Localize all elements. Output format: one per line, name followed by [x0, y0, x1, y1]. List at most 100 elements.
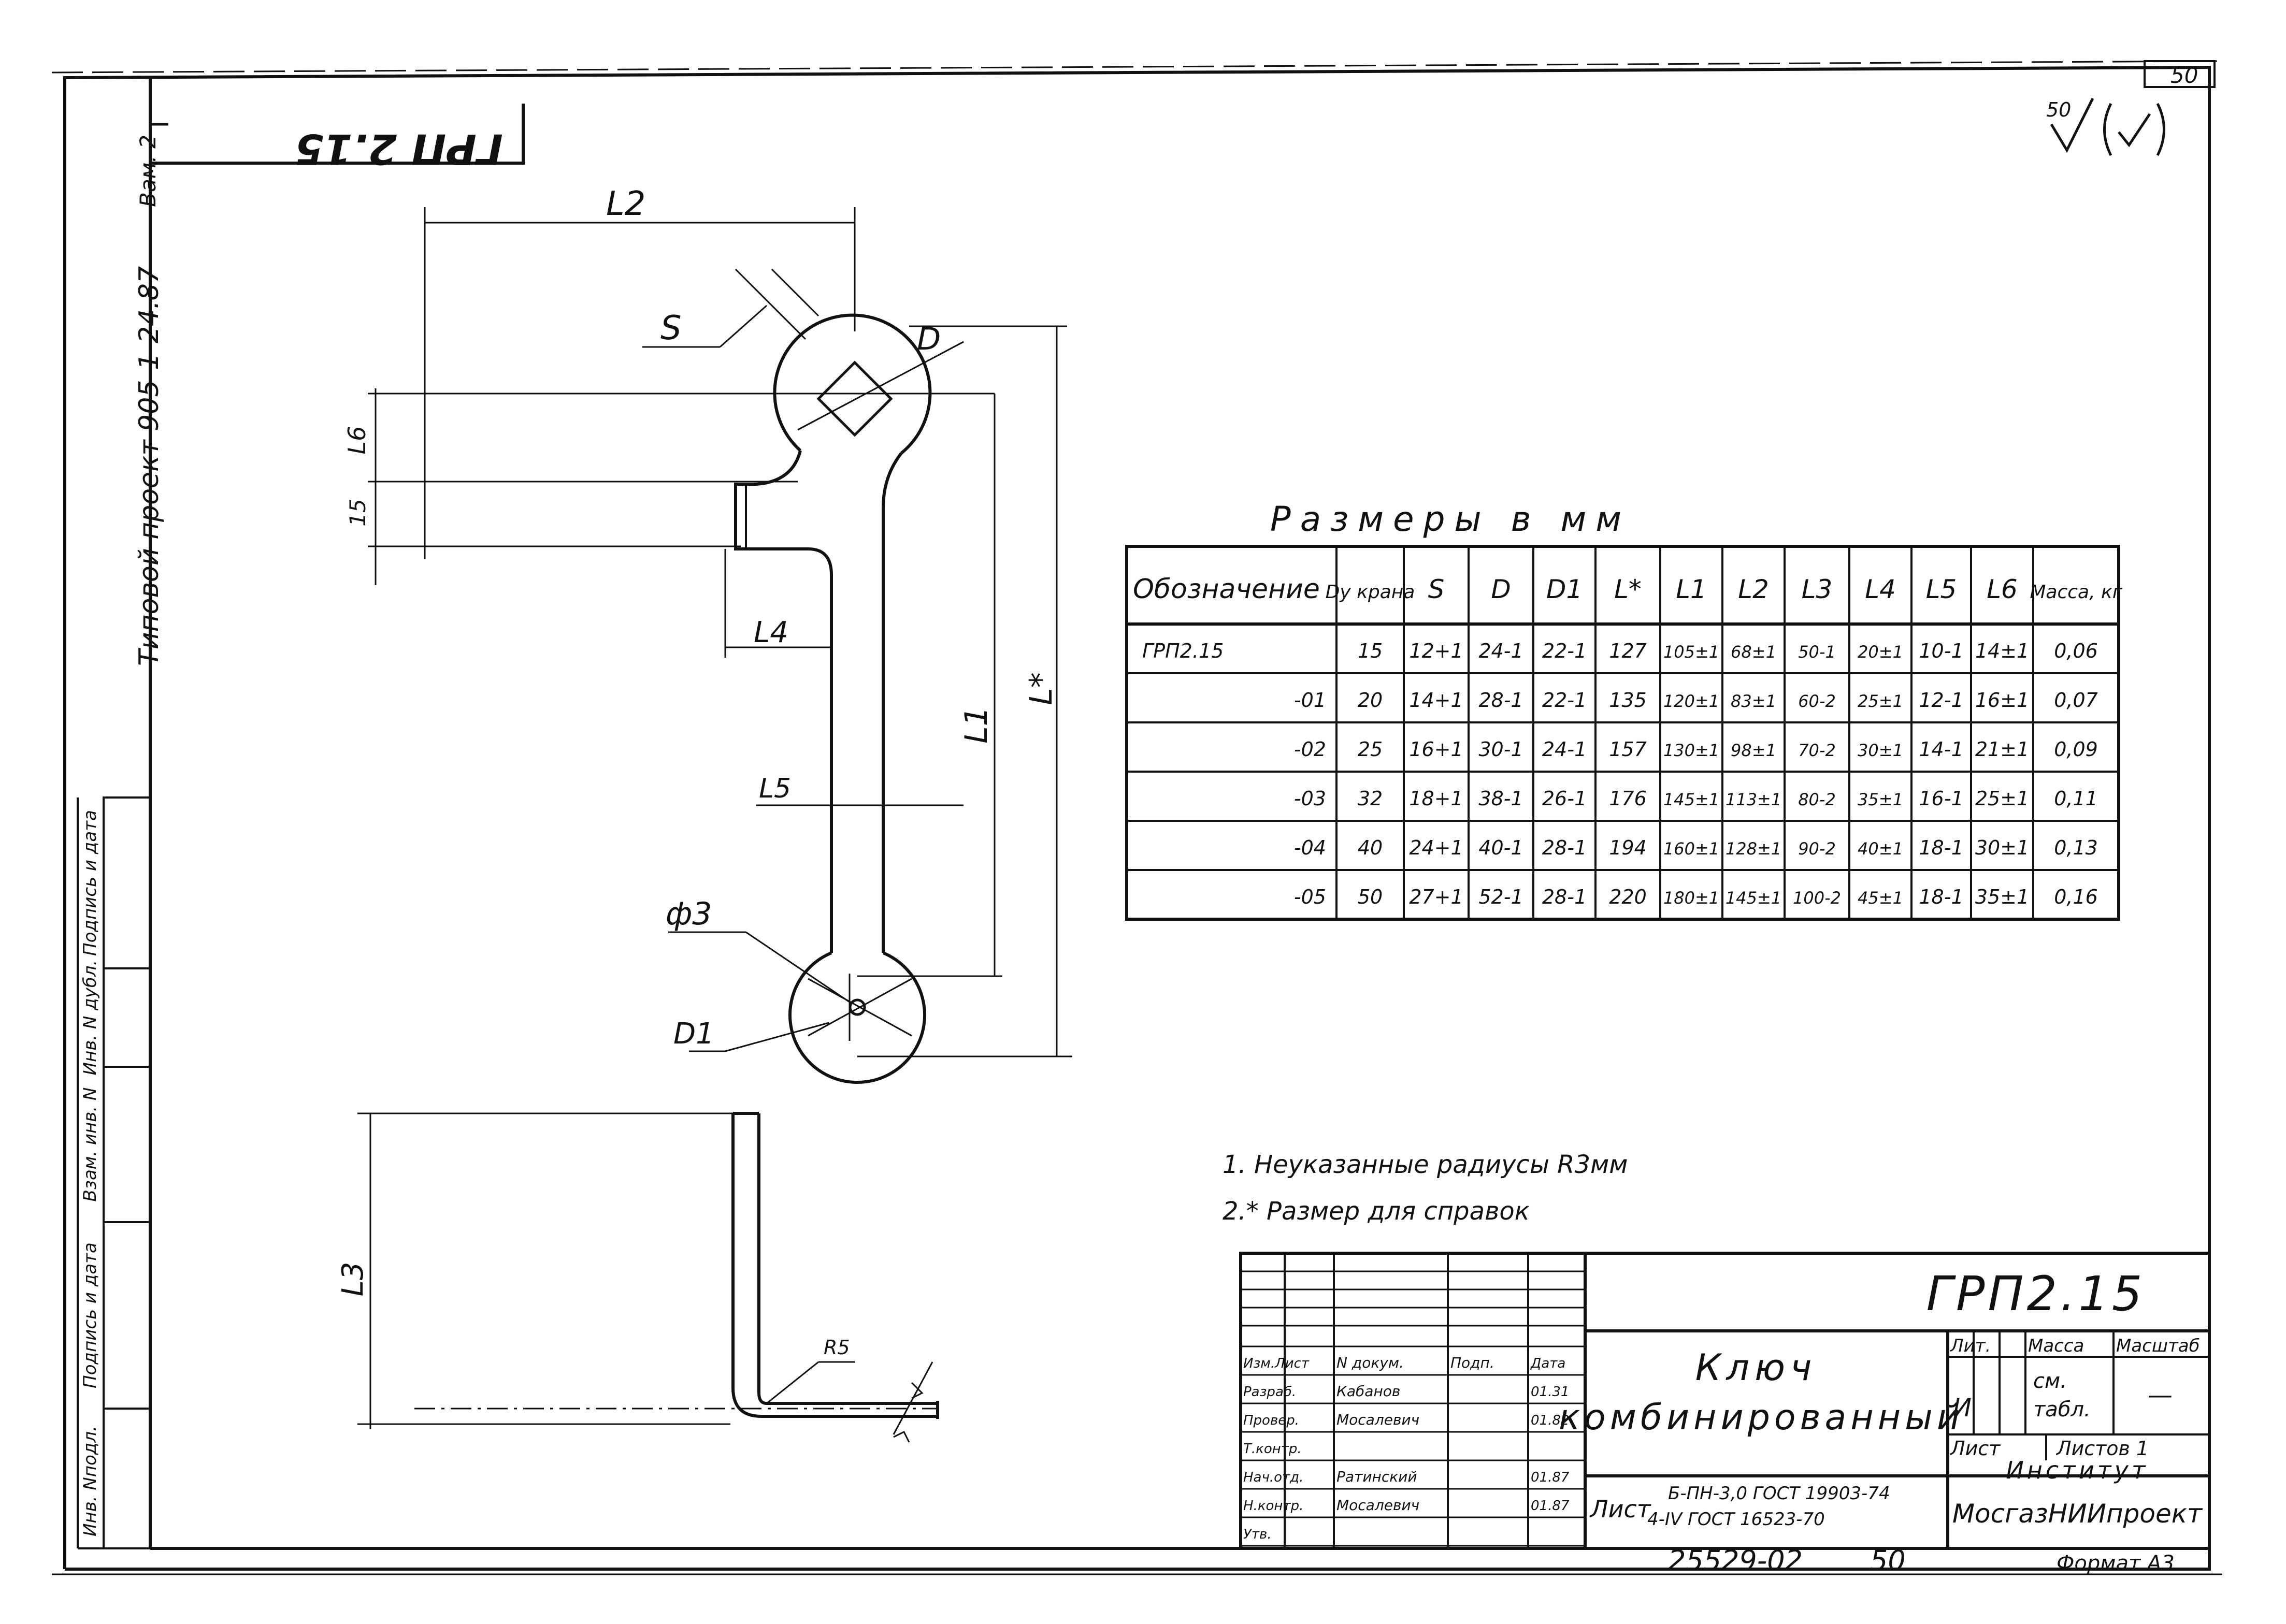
title-block-grid	[1239, 1252, 2211, 1550]
table-cell: ГРП2.15	[1142, 640, 1224, 662]
side-label-vzam-inv: Взам. инв. N	[80, 1088, 100, 1202]
table-cell: 135	[1609, 689, 1647, 712]
table-cell: 70-2	[1798, 741, 1836, 760]
table-cell: 83±1	[1731, 691, 1776, 711]
table-cell: 28-1	[1478, 689, 1523, 712]
table-header: L1	[1676, 574, 1707, 604]
titleblock-name-line2: комбинированный	[1559, 1397, 1964, 1438]
table-cell: 157	[1609, 738, 1647, 761]
table-cell: 10-1	[1919, 640, 1963, 662]
table-cell: 0,09	[2054, 738, 2098, 761]
table-cell: 16-1	[1919, 787, 1963, 810]
table-cell: 14±1	[1975, 640, 2029, 662]
table-cell: 24+1	[1409, 836, 1463, 859]
table-cell: 22-1	[1542, 689, 1587, 712]
table-cell: 24-1	[1478, 640, 1523, 662]
table-cell: 68±1	[1731, 642, 1776, 662]
table-cell: 25±1	[1975, 787, 2029, 810]
side-label-sign-date-2: Подпись и дата	[80, 810, 100, 956]
table-header: L2	[1738, 574, 1769, 604]
wrench-side-view	[731, 1112, 939, 1419]
side-strip-boxes	[77, 796, 151, 1549]
signature-date: 01.82	[1531, 1413, 1569, 1428]
table-cell: -04	[1294, 836, 1326, 859]
table-cell: 105±1	[1663, 642, 1719, 662]
signature-name: Ратинский	[1336, 1468, 1417, 1485]
sheet-frame	[51, 60, 2222, 1575]
titleblock-name-line1: Ключ	[1695, 1346, 1817, 1389]
signature-date: 01.87	[1531, 1498, 1570, 1514]
note-2: 2.* Размер для справок	[1223, 1197, 1530, 1226]
table-cell: 220	[1609, 886, 1647, 908]
table-cell: 35±1	[1975, 886, 2029, 908]
titleblock-material-1: Б-ПН-3,0 ГОСТ 19903-74	[1668, 1483, 1890, 1504]
titleblock-mass-value-2: табл.	[2033, 1398, 2091, 1422]
side-vam-label: Вам. 2	[135, 135, 161, 207]
table-cell: 180±1	[1663, 888, 1719, 908]
table-cell: 90-2	[1798, 839, 1836, 859]
wrench-front-view	[734, 313, 932, 1084]
table-cell: 0,13	[2054, 836, 2098, 859]
dim-R5: R5	[824, 1336, 850, 1359]
table-cell: 98±1	[1731, 741, 1776, 760]
table-cell: 50-1	[1798, 642, 1836, 662]
dim-L1: L1	[958, 706, 995, 744]
table-cell: 24-1	[1542, 738, 1587, 761]
titleblock-sheets-label: Листов 1	[2055, 1437, 2149, 1460]
signature-name: Мосалевич	[1336, 1497, 1419, 1514]
table-title: Размеры в мм	[1270, 499, 1631, 539]
titleblock-archive-no: 25529-02	[1668, 1544, 1803, 1577]
signature-row: Т.контр.	[1243, 1441, 1302, 1457]
table-cell: 15	[1358, 640, 1383, 662]
dim-15: 15	[345, 499, 370, 526]
table-cell: 40	[1358, 836, 1383, 859]
table-cell: 28-1	[1542, 886, 1587, 908]
titleblock-archive-sheet: 50	[1870, 1544, 1906, 1577]
table-header: L3	[1802, 574, 1833, 604]
table-cell: 40±1	[1858, 839, 1903, 859]
titleblock-lit-label: Лит.	[1949, 1336, 1991, 1356]
titleblock-material-2: 4-IV ГОСТ 16523-70	[1647, 1509, 1825, 1530]
signature-row: Утв.	[1243, 1527, 1272, 1542]
dim-D1: D1	[673, 1017, 714, 1051]
table-header: Масса, кг	[2030, 582, 2122, 603]
dim-D: D	[917, 321, 941, 357]
dim-L-star: L*	[1023, 672, 1059, 705]
table-cell: 100-2	[1793, 888, 1841, 908]
stamp-code-rotated: ГРП 2.15	[295, 125, 503, 173]
table-header: Dy крана	[1326, 582, 1415, 603]
table-header: L5	[1926, 574, 1957, 604]
table-cell: 113±1	[1726, 790, 1781, 809]
titleblock-lit-value: И	[1953, 1394, 1972, 1423]
table-cell: 18+1	[1409, 787, 1463, 810]
side-label-inv-podl: Инв. Nподл.	[80, 1426, 100, 1536]
table-header: D1	[1546, 574, 1583, 604]
table-cell: 80-2	[1798, 790, 1836, 809]
signature-name: Мосалевич	[1336, 1411, 1419, 1428]
signature-sign: Подп.	[1450, 1354, 1494, 1371]
dim-L2: L2	[606, 185, 645, 223]
titleblock-mass-label: Масса	[2028, 1336, 2084, 1356]
table-cell: 20±1	[1858, 642, 1903, 662]
table-cell: 30±1	[1858, 741, 1903, 760]
table-cell: 14-1	[1919, 738, 1963, 761]
table-cell: 128±1	[1726, 839, 1781, 859]
dim-S: S	[660, 309, 682, 347]
table-cell: 145±1	[1726, 888, 1781, 908]
roughness-value: 50	[2046, 98, 2071, 121]
titleblock-mass-value-1: см.	[2033, 1369, 2067, 1393]
dim-L3: L3	[336, 1262, 370, 1297]
titleblock-code: ГРП2.15	[1926, 1266, 2146, 1322]
table-cell: 25	[1358, 738, 1383, 761]
wrench-dimension-lines	[368, 207, 1072, 1057]
signature-role: Т.контр.	[1243, 1441, 1302, 1457]
